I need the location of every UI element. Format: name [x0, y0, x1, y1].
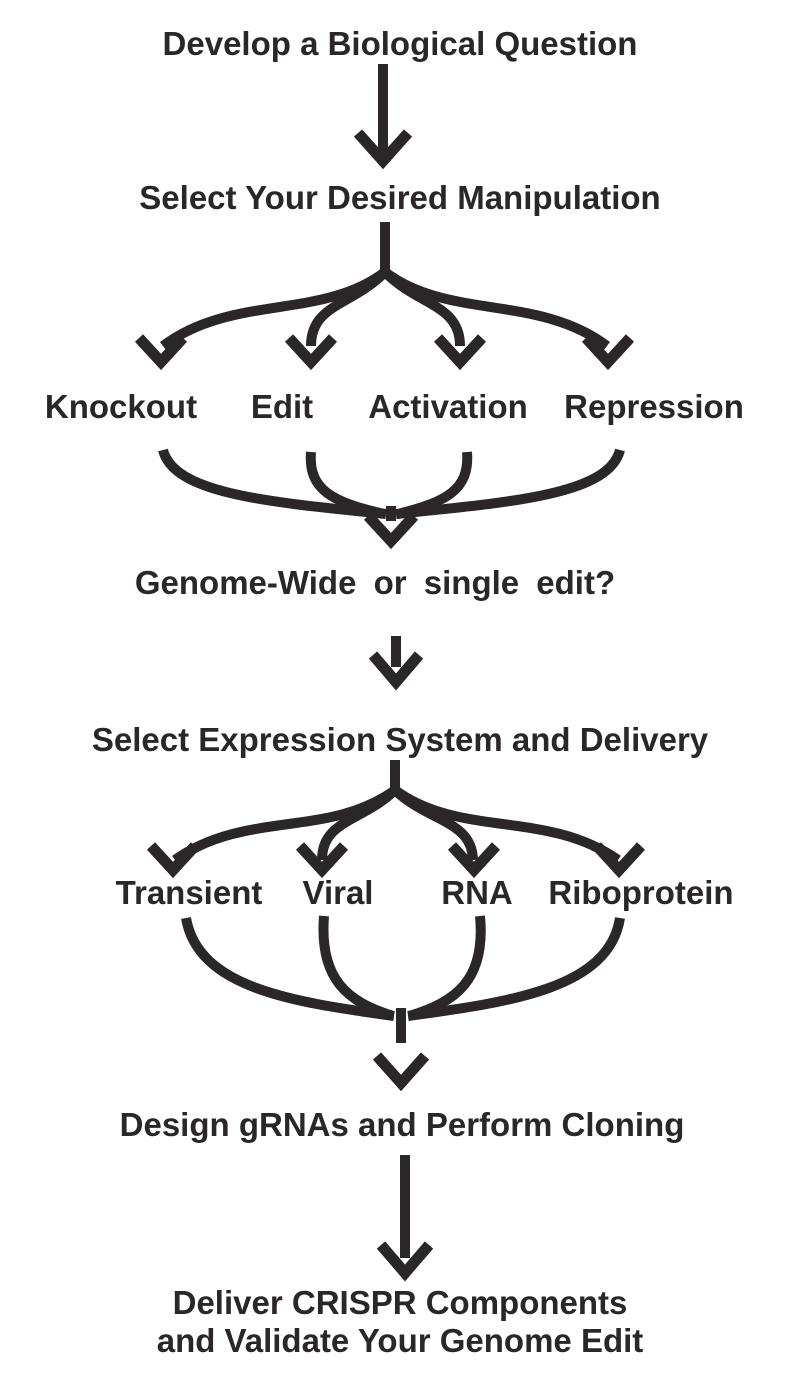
arrowhead-repression-icon — [581, 334, 635, 371]
fanout-curve-edit — [306, 268, 389, 347]
option-activation: Activation — [368, 388, 528, 425]
arrowhead-rna-icon — [447, 842, 501, 879]
step-design-grnas: Design gRNAs and Perform Cloning — [119, 1106, 685, 1143]
arrowhead-transient-icon — [146, 842, 200, 879]
arrowhead-viral-icon — [295, 842, 349, 879]
fanout-curve-knockout — [159, 268, 389, 350]
arrowhead-knockout-icon — [134, 334, 188, 371]
fanin-curve-rna — [407, 915, 486, 1021]
option-knockout: Knockout — [44, 388, 198, 425]
step-develop-question: Develop a Biological Question — [162, 25, 638, 62]
fanin-curve-transient — [181, 916, 395, 1021]
arrowhead-edit-icon — [284, 334, 338, 371]
option-rna: RNA — [441, 874, 513, 911]
step-deliver-validate: Deliver CRISPR Components and Validate Y… — [157, 1284, 644, 1360]
fanin-curve-knockout — [158, 448, 387, 519]
fanout-curve-repression — [381, 268, 611, 350]
fanin-curve-riboprotein — [407, 917, 625, 1021]
arrowhead-to-genomewide-icon — [363, 512, 419, 550]
fanout-curve-transient — [172, 785, 398, 865]
step-genomewide-or-single: Genome-Wide or single edit? — [134, 564, 616, 601]
step-select-expression-delivery: Select Expression System and Delivery — [91, 721, 709, 758]
arrow-genomewide-to-expression-head-icon — [368, 651, 424, 691]
fanin-curve-viral — [318, 915, 395, 1021]
fanout-curve-viral — [317, 786, 399, 861]
option-viral: Viral — [302, 874, 374, 911]
step-deliver-validate-line1: Deliver CRISPR Components — [172, 1284, 628, 1321]
step-select-manipulation: Select Your Desired Manipulation — [139, 179, 661, 216]
fanin-curve-repression — [395, 448, 625, 519]
step-deliver-validate-line2: and Validate Your Genome Edit — [156, 1322, 644, 1359]
arrow-question-to-manipulation-head-icon — [353, 129, 413, 170]
option-riboprotein: Riboprotein — [548, 874, 734, 911]
option-edit: Edit — [250, 388, 314, 425]
arrowhead-activation-icon — [433, 334, 487, 371]
option-transient: Transient — [115, 874, 263, 911]
option-repression: Repression — [564, 388, 744, 425]
arrowhead-riboprotein-icon — [592, 842, 646, 879]
fanout-curve-riboprotein — [392, 785, 621, 865]
fanin-curve-edit — [305, 451, 386, 519]
arrowhead-to-design-icon — [372, 1052, 430, 1092]
arrow-design-to-deliver-head-icon — [376, 1241, 434, 1282]
